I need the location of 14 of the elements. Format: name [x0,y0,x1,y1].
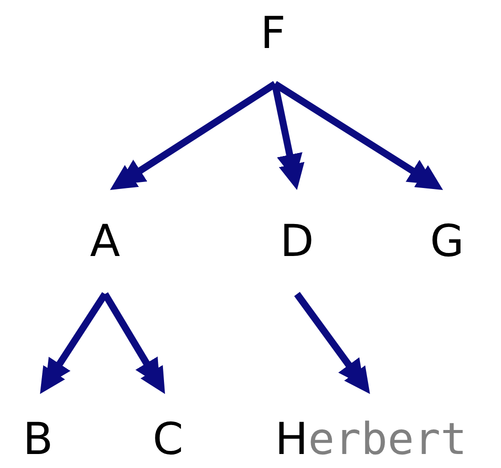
node-letter: H [274,414,308,466]
node-letter: C [152,414,184,466]
node-letter: A [90,216,120,268]
arrow [272,83,304,190]
node-letter: G [430,216,464,268]
arrow [294,292,370,394]
node-letter: B [22,414,54,466]
arrow [273,81,443,190]
arrow [110,81,277,190]
arrow [40,292,108,394]
node-letter: F [260,8,286,60]
node-letter: D [280,216,314,268]
arrow [102,292,165,394]
suffix-text: erbert [308,414,468,466]
